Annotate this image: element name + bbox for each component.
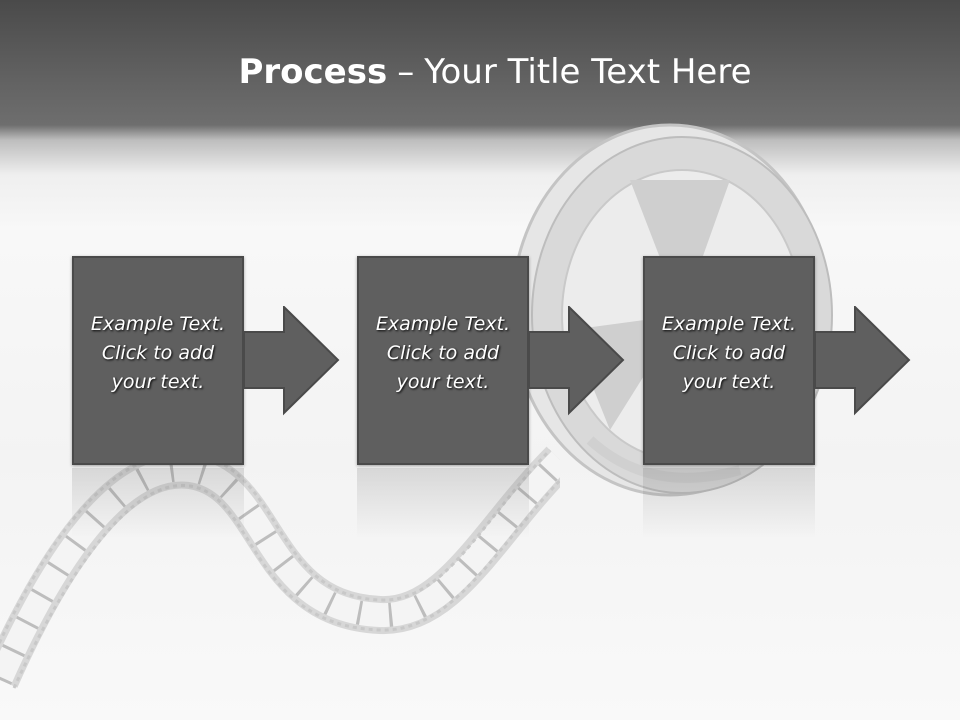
step-3-arrow-icon: [815, 306, 911, 416]
step-1-line-2: Click to add: [101, 342, 215, 364]
step-3-line-1: Example Text.: [661, 313, 797, 335]
step-2-arrow-icon: [529, 306, 625, 416]
title-bold-text: Process: [238, 52, 388, 92]
step-2-box[interactable]: [357, 256, 529, 465]
step-2-text[interactable]: Example Text. Click to add your text.: [357, 310, 529, 397]
slide-title[interactable]: Process–Your Title Text Here: [0, 52, 960, 92]
step-3-reflection: [643, 468, 815, 538]
title-text: Your Title Text Here: [424, 52, 752, 92]
step-2-line-2: Click to add: [386, 342, 500, 364]
step-1-arrow-icon: [244, 306, 340, 416]
step-3-text[interactable]: Example Text. Click to add your text.: [643, 310, 815, 397]
step-3-line-2: Click to add: [672, 342, 786, 364]
step-1-reflection: [72, 468, 244, 538]
film-strip-image: [0, 446, 560, 689]
step-3-box[interactable]: [643, 256, 815, 465]
process-step-1[interactable]: Example Text. Click to add your text.: [72, 256, 340, 465]
step-2-line-1: Example Text.: [375, 313, 511, 335]
step-1-box[interactable]: [72, 256, 244, 465]
step-2-reflection: [357, 468, 529, 538]
process-step-3[interactable]: Example Text. Click to add your text.: [643, 256, 911, 465]
title-separator: –: [397, 52, 415, 92]
step-1-line-1: Example Text.: [90, 313, 226, 335]
step-1-text[interactable]: Example Text. Click to add your text.: [72, 310, 244, 397]
step-2-line-3: your text.: [396, 371, 490, 393]
step-3-line-3: your text.: [682, 371, 776, 393]
step-1-line-3: your text.: [111, 371, 205, 393]
process-step-2[interactable]: Example Text. Click to add your text.: [357, 256, 625, 465]
